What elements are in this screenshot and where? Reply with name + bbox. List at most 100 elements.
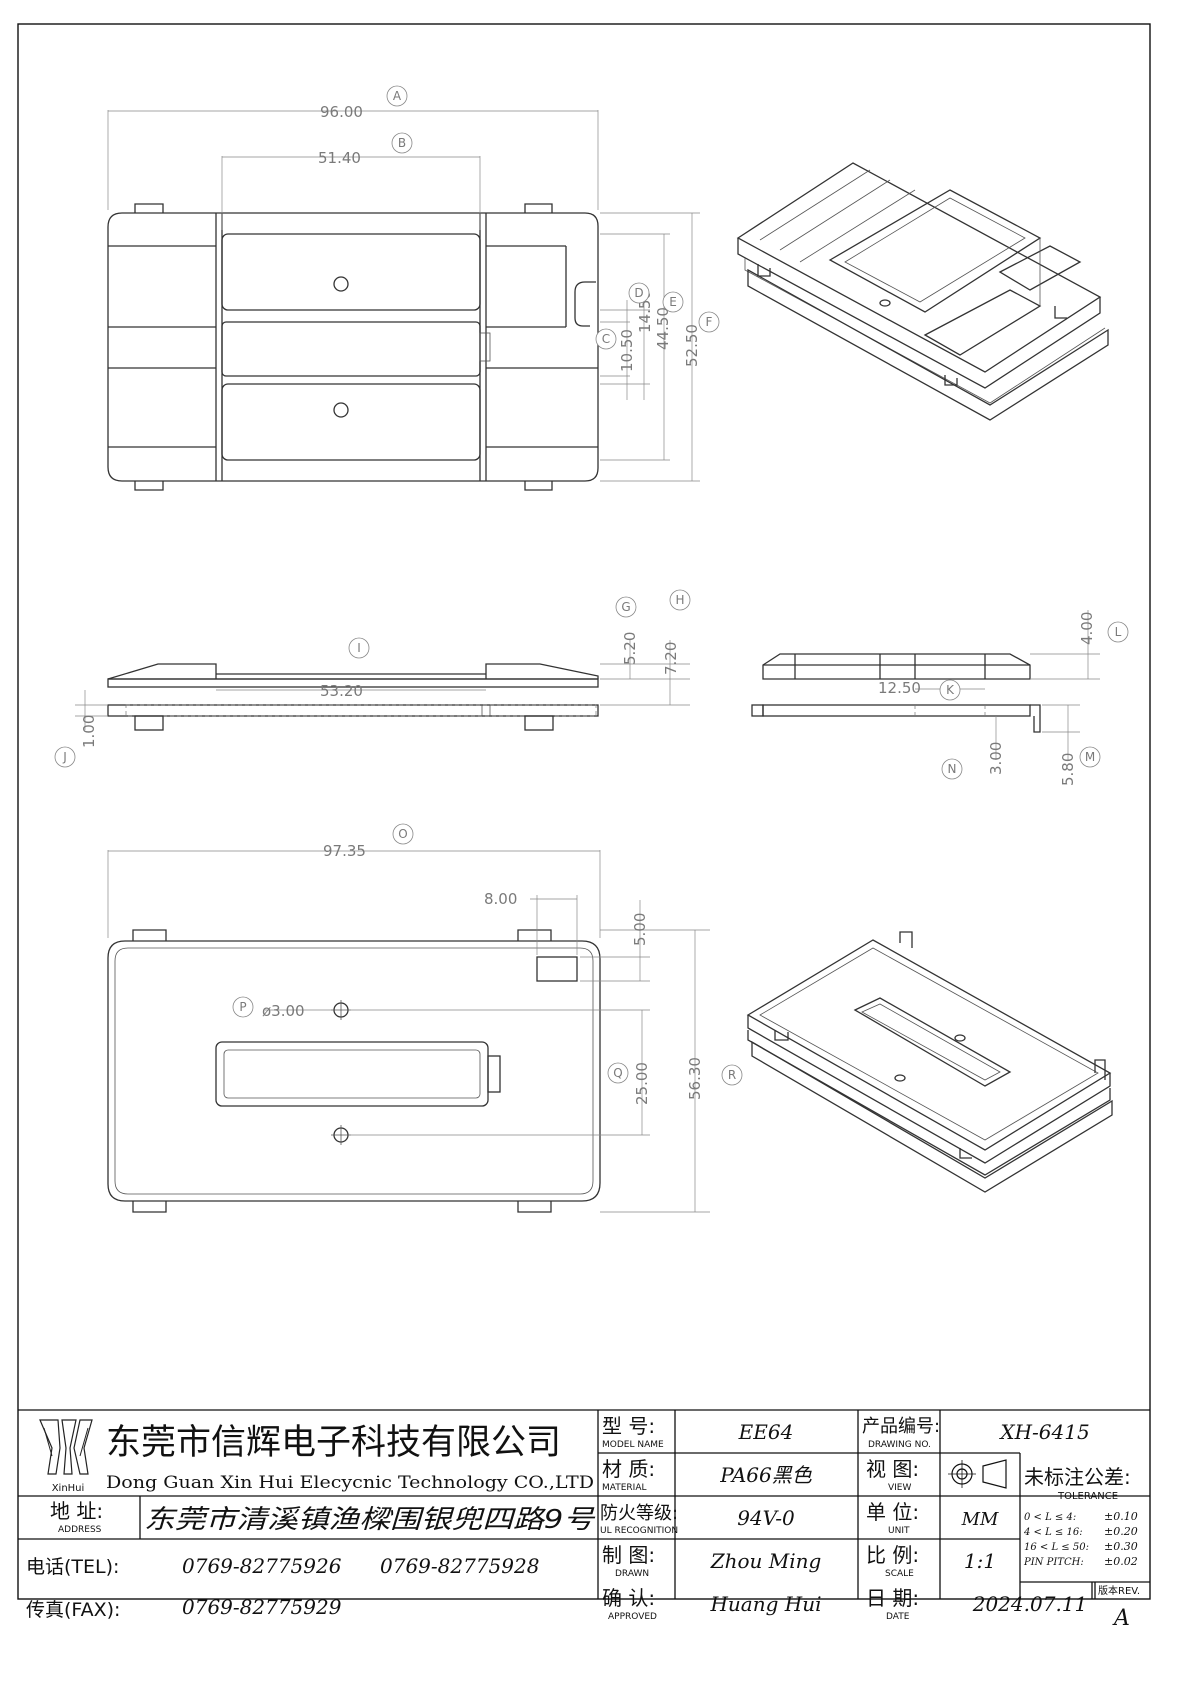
tel-number-1: 0769-82775926 xyxy=(182,1554,342,1578)
revision-label: 版本REV. xyxy=(1098,1584,1140,1597)
balloon-circle xyxy=(607,1062,629,1084)
tolerance-value: ±0.02 xyxy=(1104,1555,1138,1568)
dimension-value: 5.80 xyxy=(1059,753,1077,786)
dimension: 5.80 M xyxy=(1059,746,1101,786)
balloon-label: P xyxy=(239,1000,246,1014)
dimension: 53.20I xyxy=(320,637,370,700)
dimension: 14.50D xyxy=(628,282,654,333)
dimension-value: 5.00 xyxy=(631,913,649,946)
bottom-view xyxy=(107,850,710,1213)
tolerance-label: 未标注公差: xyxy=(1024,1465,1131,1489)
balloon-label: N xyxy=(948,762,957,776)
tolerance-value: ±0.10 xyxy=(1104,1510,1138,1523)
top-view xyxy=(107,110,700,491)
dimension-value: 7.20 xyxy=(662,642,680,675)
balloon-circle xyxy=(939,679,961,701)
balloon-circle xyxy=(392,823,414,845)
tolerance-range: PIN PITCH: xyxy=(1023,1557,1084,1568)
balloon-circle xyxy=(386,85,408,107)
unit-label-en: UNIT xyxy=(888,1526,910,1536)
dimension-value: ø3.00 xyxy=(262,1002,305,1020)
dimension-value: 12.50 xyxy=(878,679,921,697)
balloon-label: Q xyxy=(613,1066,622,1080)
scale-label: 比 例: xyxy=(866,1543,919,1567)
side-view xyxy=(751,610,1100,760)
balloon-circle xyxy=(615,596,637,618)
dimension: 5.00 xyxy=(631,913,649,946)
dimension: 96.00A xyxy=(320,85,408,121)
balloon-label: D xyxy=(634,286,643,300)
dimension-value: 4.00 xyxy=(1078,612,1096,645)
dimension-value: 1.00 xyxy=(80,715,98,748)
balloon-label: E xyxy=(669,295,677,309)
tel-label: 电话(TEL): xyxy=(26,1556,119,1578)
scale-label-en: SCALE xyxy=(885,1569,914,1579)
balloon-circle xyxy=(1107,621,1129,643)
balloon-label: G xyxy=(621,600,630,614)
dimension: 8.00 xyxy=(484,890,517,908)
tolerance-table: 0 < L ≤ 4: ±0.10 4 < L ≤ 16: ±0.20 16 < … xyxy=(1023,1510,1138,1568)
balloon-label: B xyxy=(398,136,406,150)
balloon-circle xyxy=(348,637,370,659)
view-label-en: VIEW xyxy=(888,1483,911,1493)
tolerance-value: ±0.20 xyxy=(1104,1525,1138,1538)
drawing-no-value: XH-6415 xyxy=(998,1420,1089,1444)
balloon-circle xyxy=(628,282,650,304)
balloon-label: M xyxy=(1085,750,1095,764)
revision-value: A xyxy=(1112,1606,1130,1631)
dimension: 5.20G xyxy=(615,596,639,665)
dimension: 12.50 K xyxy=(878,679,961,701)
tolerance-range: 16 < L ≤ 50: xyxy=(1024,1542,1089,1553)
balloon-label: O xyxy=(398,827,407,841)
dimension-value: 56.30 xyxy=(686,1057,704,1100)
dimension-value: 97.35 xyxy=(323,842,366,860)
projection-symbol-icon xyxy=(948,1459,1007,1489)
balloon-circle xyxy=(595,328,617,350)
dimension-value: 53.20 xyxy=(320,682,363,700)
drawing-no-label-en: DRAWING NO. xyxy=(868,1440,931,1450)
ul-label: 防火等级: xyxy=(600,1503,678,1524)
dimension-value: 44.50 xyxy=(654,307,672,350)
balloon-circle xyxy=(391,132,413,154)
dimension: 52.50F xyxy=(683,311,720,367)
balloon-circle xyxy=(669,589,691,611)
balloon-label: K xyxy=(946,683,955,697)
drawn-label: 制 图: xyxy=(602,1543,655,1567)
approved-label-en: APPROVED xyxy=(608,1612,657,1622)
front-view xyxy=(75,640,690,731)
logo-text: XinHui xyxy=(52,1483,85,1494)
dimension: 3.00N xyxy=(941,742,1005,780)
material-value: PA66黑色 xyxy=(719,1463,813,1487)
address-label: 地 址: xyxy=(50,1499,103,1523)
address-label-en: ADDRESS xyxy=(58,1525,102,1535)
dimension: 97.35 O xyxy=(323,823,414,860)
dimension-value: 51.40 xyxy=(318,149,361,167)
balloon-label: A xyxy=(393,89,402,103)
dimension: 1.00J xyxy=(54,715,98,768)
company-logo-icon xyxy=(39,1419,93,1475)
drawn-label-en: DRAWN xyxy=(615,1569,649,1579)
balloon-label: C xyxy=(602,332,610,346)
scale-value: 1:1 xyxy=(964,1549,996,1573)
dimension: 7.20H xyxy=(662,589,691,675)
dimension-value: 3.00 xyxy=(987,742,1005,775)
drawing-no-label: 产品编号: xyxy=(862,1416,940,1437)
balloon-label: F xyxy=(706,315,713,329)
unit-label: 单 位: xyxy=(866,1500,919,1524)
tolerance-range: 4 < L ≤ 16: xyxy=(1023,1527,1083,1538)
unit-value: MM xyxy=(961,1509,999,1530)
date-label-en: DATE xyxy=(886,1612,910,1622)
approved-value: Huang Hui xyxy=(709,1592,821,1616)
iso-view-bottom xyxy=(746,931,1113,1193)
material-label-en: MATERIAL xyxy=(602,1483,647,1493)
tolerance-range: 0 < L ≤ 4: xyxy=(1024,1512,1076,1523)
balloon-circle xyxy=(941,758,963,780)
model-value: EE64 xyxy=(738,1420,794,1444)
balloon-circle xyxy=(232,996,254,1018)
dimension-value: 25.00 xyxy=(633,1062,651,1105)
dimension: 10.50C xyxy=(595,328,636,372)
material-label: 材 质: xyxy=(602,1457,655,1481)
address-value: 东莞市清溪镇渔樑围银兜四路9号 xyxy=(144,1505,596,1535)
